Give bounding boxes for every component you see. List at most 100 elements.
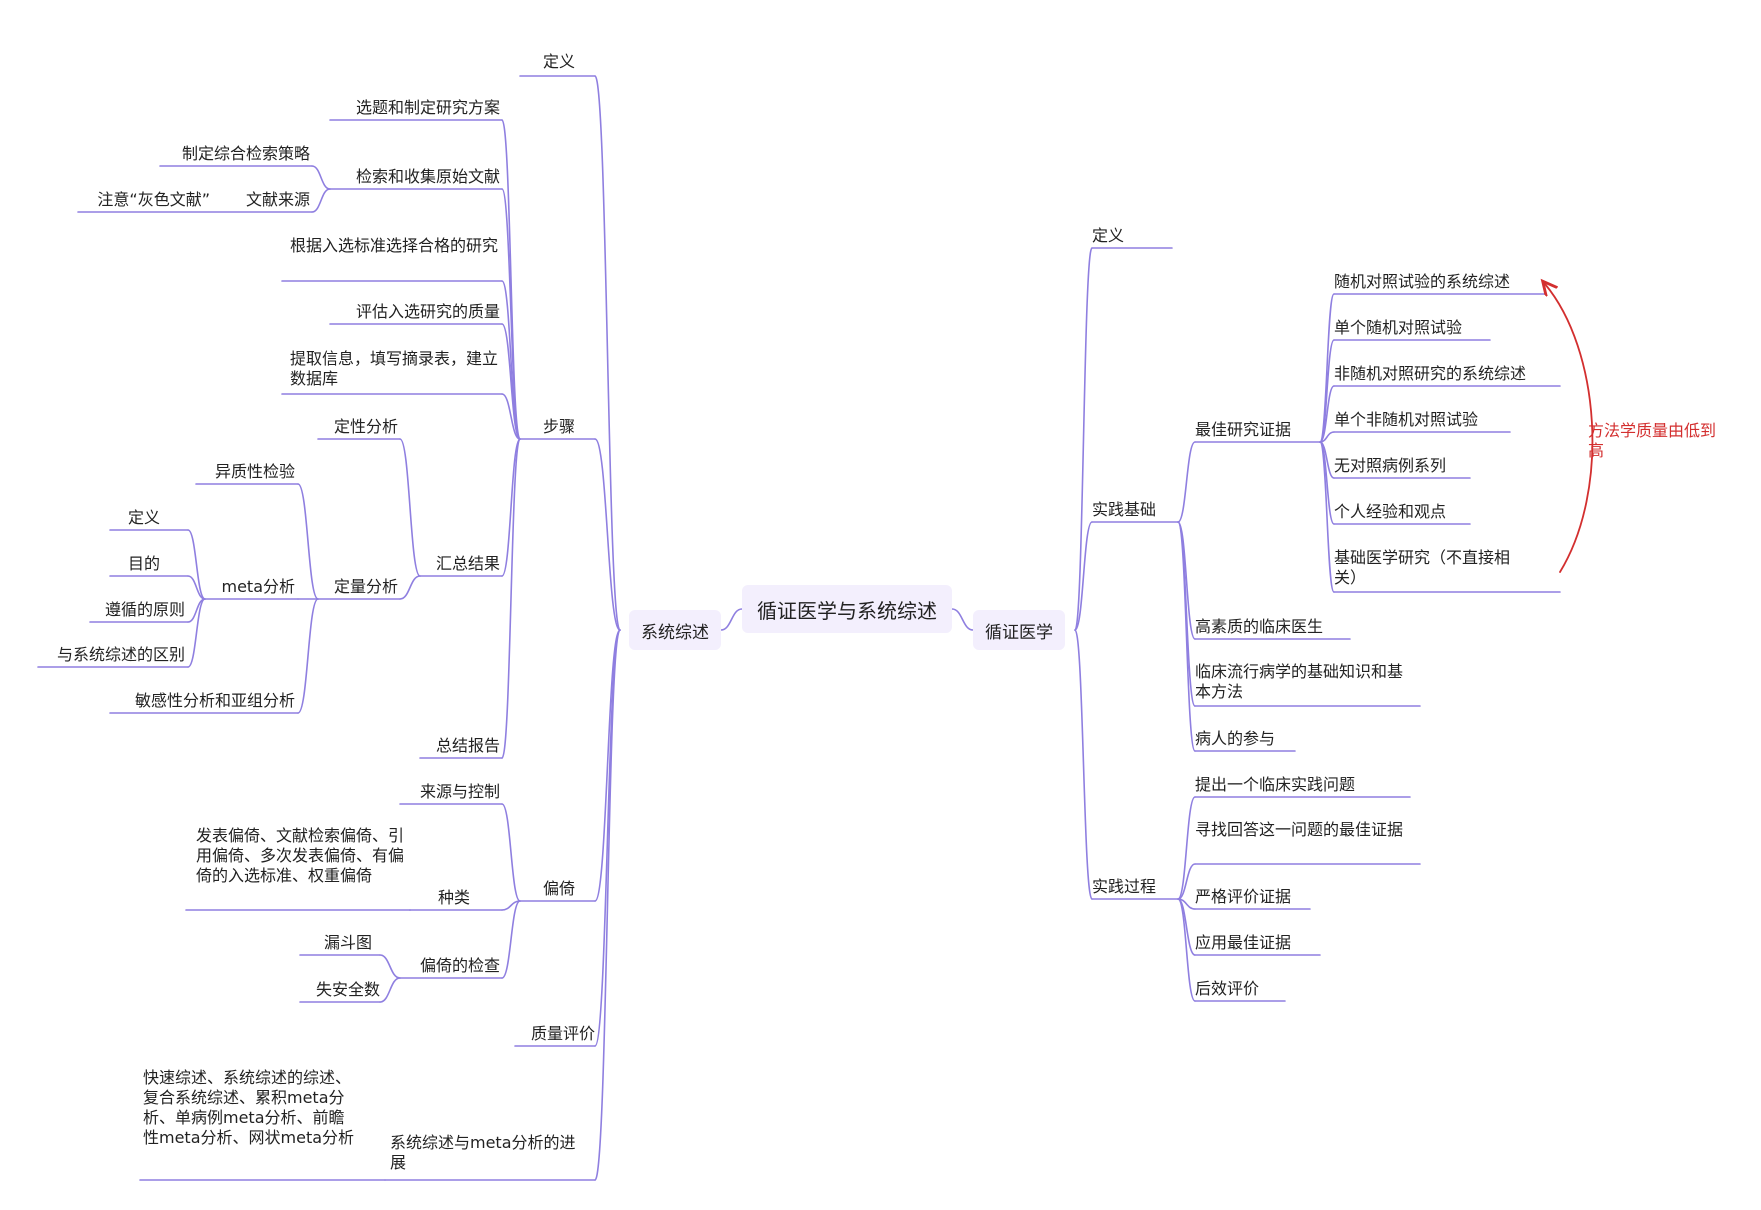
node-funnel-plot[interactable]: 漏斗图 (323, 933, 372, 952)
node-meta-analysis[interactable]: meta分析 (221, 577, 295, 596)
node-practice-basis[interactable]: 实践基础 (1092, 500, 1157, 519)
node-ebm[interactable]: 循证医学 (973, 610, 1065, 650)
node-evidence-5[interactable]: 无对照病例系列 (1334, 456, 1447, 475)
node-sr-definition[interactable]: 定义 (542, 52, 575, 71)
connector-sr-quality (594, 629, 621, 1047)
node-systematic-review-label: 系统综述 (641, 622, 709, 643)
node-practice-process[interactable]: 实践过程 (1092, 877, 1157, 896)
node-bias[interactable]: 偏倚 (542, 879, 575, 898)
node-meta-definition[interactable]: 定义 (127, 508, 160, 527)
node-evidence-6[interactable]: 个人经验和观点 (1334, 502, 1447, 521)
connector-sr-bias (594, 629, 621, 902)
node-clinician[interactable]: 高素质的临床医生 (1195, 617, 1324, 636)
connector-sr-definition (594, 75, 621, 631)
node-evidence-3[interactable]: 非随机对照研究的系统综述 (1334, 364, 1527, 383)
node-progress[interactable]: 系统综述与meta分析的进展 (390, 1133, 576, 1172)
node-step-search-strategy[interactable]: 制定综合检索策略 (181, 144, 310, 163)
node-process-3[interactable]: 严格评价证据 (1195, 887, 1292, 906)
node-heterogeneity[interactable]: 异质性检验 (214, 462, 295, 481)
node-meta-principles[interactable]: 遵循的原则 (104, 600, 185, 619)
connector-step-s2 (501, 188, 521, 440)
connector-e3 (1319, 385, 1335, 443)
node-ebm-definition[interactable]: 定义 (1092, 226, 1125, 245)
connector-bias-b2 (501, 900, 521, 911)
connector-s6a (399, 438, 421, 577)
node-step-search[interactable]: 检索和收集原始文献 (355, 167, 500, 186)
node-step-select[interactable]: 根据入选标准选择合格的研究 (290, 236, 499, 255)
connector-e1 (1319, 293, 1335, 443)
connector-p3 (1177, 898, 1196, 910)
connector-basis-doctor (1177, 521, 1196, 640)
root-node[interactable]: 循证医学与系统综述 (742, 585, 952, 633)
node-evidence-4[interactable]: 单个非随机对照试验 (1334, 410, 1479, 429)
node-fail-safe-n[interactable]: 失安全数 (315, 980, 380, 999)
node-step-topic[interactable]: 选题和制定研究方案 (355, 98, 500, 117)
node-meta-vs-sr[interactable]: 与系统综述的区别 (56, 645, 185, 664)
node-bias-types[interactable]: 种类 (437, 888, 470, 907)
connector-bias-b1 (501, 803, 521, 902)
node-patient[interactable]: 病人的参与 (1195, 729, 1276, 748)
node-step-literature-source[interactable]: 文献来源 (245, 190, 310, 209)
connector-e7 (1319, 441, 1335, 593)
node-systematic-review[interactable]: 系统综述 (629, 610, 721, 650)
node-process-5[interactable]: 后效评价 (1195, 979, 1260, 998)
node-step-quality-assess[interactable]: 评估入选研究的质量 (355, 302, 500, 321)
node-quantitative[interactable]: 定量分析 (333, 577, 398, 596)
root-node-label: 循证医学与系统综述 (757, 598, 937, 623)
node-steps[interactable]: 步骤 (542, 417, 575, 436)
connector-b3b (379, 977, 401, 1003)
connector-root-right (951, 608, 974, 631)
connector-step-s3 (501, 280, 521, 440)
node-sensitivity[interactable]: 敏感性分析和亚组分析 (134, 691, 295, 710)
node-step-summary[interactable]: 汇总结果 (435, 554, 500, 573)
connector-s2a (311, 165, 331, 190)
connector-sr-steps (594, 438, 621, 631)
connector-s6b3 (297, 598, 319, 714)
node-qualitative[interactable]: 定性分析 (333, 417, 398, 436)
connector-e5 (1319, 441, 1335, 479)
node-evidence-2[interactable]: 单个随机对照试验 (1334, 318, 1463, 337)
node-meta-purpose[interactable]: 目的 (127, 554, 160, 573)
node-bias-source[interactable]: 来源与控制 (419, 782, 500, 801)
node-process-4[interactable]: 应用最佳证据 (1195, 933, 1292, 952)
node-best-evidence[interactable]: 最佳研究证据 (1195, 420, 1292, 439)
node-bias-check[interactable]: 偏倚的检查 (419, 956, 500, 975)
connector-step-s6 (501, 438, 521, 577)
connector-root-left (720, 608, 743, 631)
connector-ebm-basis (1074, 521, 1093, 631)
node-step-grey-literature[interactable]: 注意“灰色文献” (97, 190, 210, 209)
connector-step-s7 (501, 438, 521, 759)
connector-s6b (399, 575, 421, 600)
node-evidence-7[interactable]: 基础医学研究（不直接相关） (1334, 548, 1511, 587)
connector-bias-b3 (501, 900, 521, 979)
connector-step-s4 (501, 323, 521, 440)
connector-meta-a (187, 529, 206, 600)
connector-ebm-process (1074, 629, 1093, 900)
connector-s2b (311, 188, 331, 213)
node-step-extract[interactable]: 提取信息，填写摘录表，建立数据库 (290, 349, 499, 388)
connector-meta-c (187, 598, 206, 623)
connector-p5 (1177, 898, 1196, 1002)
node-quality-eval[interactable]: 质量评价 (530, 1024, 595, 1043)
quality-order-arrow (1545, 284, 1594, 573)
node-bias-types-detail[interactable]: 发表偏倚、文献检索偏倚、引用偏倚、多次发表偏倚、有偏倚的入选标准、权重偏倚 (196, 826, 405, 885)
node-step-report[interactable]: 总结报告 (435, 736, 500, 755)
connector-e6 (1319, 441, 1335, 525)
connector-e4 (1319, 431, 1335, 443)
connector-e2 (1319, 339, 1335, 443)
node-process-2[interactable]: 寻找回答这一问题的最佳证据 (1195, 820, 1404, 839)
connector-b3a (379, 954, 401, 979)
node-clinical-epi[interactable]: 临床流行病学的基础知识和基本方法 (1195, 662, 1404, 701)
connector-step-s5 (501, 393, 521, 440)
connector-basis-patient (1177, 521, 1196, 752)
connector-basis-best (1177, 441, 1196, 523)
node-progress-detail[interactable]: 快速综述、系统综述的综述、复合系统综述、累积meta分析、单病例meta分析、前… (143, 1068, 355, 1147)
connector-s6b1 (297, 483, 319, 600)
node-evidence-1[interactable]: 随机对照试验的系统综述 (1334, 272, 1511, 291)
connector-ebm-definition (1074, 247, 1093, 631)
node-process-1[interactable]: 提出一个临床实践问题 (1195, 775, 1356, 794)
connector-meta-d (187, 598, 206, 668)
node-ebm-label: 循证医学 (985, 622, 1053, 643)
quality-order-note: 方法学质量由低到高 (1588, 421, 1717, 460)
